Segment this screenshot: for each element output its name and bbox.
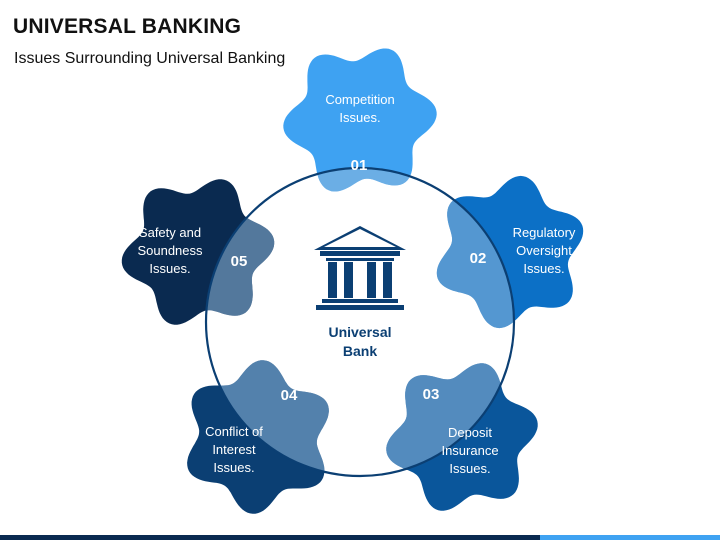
page-subtitle: Issues Surrounding Universal Banking [14, 50, 286, 67]
footer-bar [0, 535, 720, 540]
issue-05-line3: Issues. [149, 261, 190, 276]
issue-01-number: 01 [351, 157, 368, 174]
central-ring [204, 166, 516, 478]
issue-04-line2: Interest [212, 442, 256, 457]
issue-01-line1: Competition [325, 92, 394, 107]
footer-bar-light [540, 535, 720, 540]
issue-02-line2: Oversight [516, 243, 572, 258]
issue-05-number: 05 [231, 253, 248, 270]
center-label-line2: Bank [343, 343, 377, 359]
page-title: UNIVERSAL BANKING [13, 15, 242, 38]
issue-03-number: 03 [423, 386, 440, 403]
issue-04-number: 04 [281, 387, 298, 404]
center-label-line1: Universal [328, 324, 391, 340]
issue-05-line1: Safety and [139, 225, 201, 240]
issue-02-line1: Regulatory [513, 225, 576, 240]
issue-02-line3: Issues. [523, 261, 564, 276]
bank-building-icon [314, 226, 406, 310]
issue-04-line1: Conflict of [205, 424, 263, 439]
issue-02-number: 02 [470, 250, 487, 267]
issue-03-line3: Issues. [449, 461, 490, 476]
issue-03-line2: Insurance [441, 443, 498, 458]
issue-04-line3: Issues. [213, 460, 254, 475]
issue-03-line1: Deposit [448, 425, 492, 440]
issue-blob-01 [283, 48, 437, 192]
issue-05-line2: Soundness [137, 243, 203, 258]
footer-bar-dark [0, 535, 540, 540]
issue-01-line2: Issues. [339, 110, 380, 125]
